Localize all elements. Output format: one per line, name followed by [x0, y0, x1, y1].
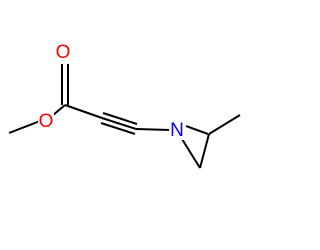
ester-oxygen-label: O: [38, 111, 54, 132]
carbonyl-oxygen-label: O: [55, 42, 71, 63]
bond-methyl-oxygen: [8, 120, 41, 134]
molecule-diagram: O O N: [8, 42, 241, 169]
bond-oxygen-carbonyl-carbon: [51, 104, 66, 117]
bond-skeleton: [8, 64, 241, 169]
bond-ring-ch-ch2: [199, 133, 210, 169]
bond-alkyne-nitrogen: [135, 128, 171, 131]
bond-carbonyl-alkyne: [64, 104, 103, 119]
bond-ring-n-ch: [185, 125, 209, 135]
bond-ring-n-ch2: [181, 138, 201, 169]
bond-alkyne-triple-2: [101, 117, 137, 130]
bond-alkyne-triple-3: [100, 122, 136, 135]
bond-ring-methyl: [208, 114, 241, 135]
aziridine-nitrogen-label: N: [169, 120, 185, 141]
bond-alkyne-triple-1: [102, 112, 138, 125]
